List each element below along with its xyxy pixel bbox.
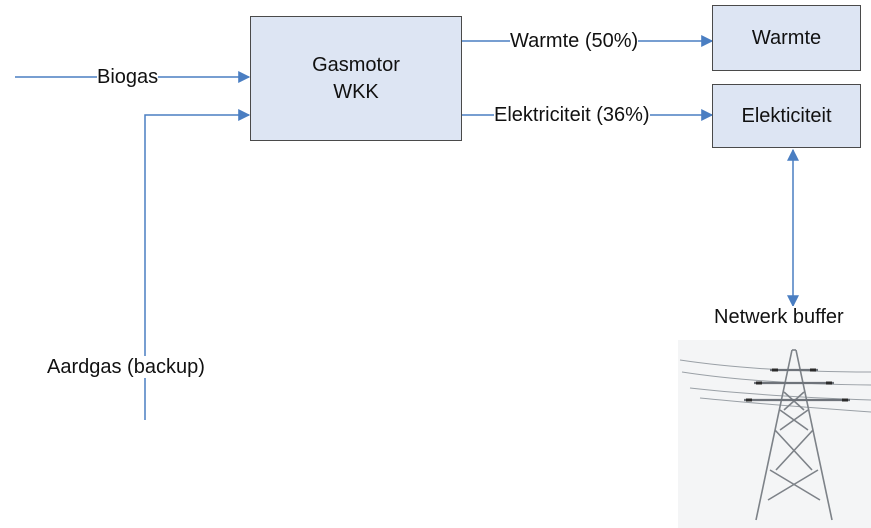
biogas-label: Biogas [97, 66, 159, 88]
electricity-box-label: Elekticiteit [741, 104, 832, 127]
natural-gas-connector [144, 109, 251, 420]
heat-box-label: Warmte [751, 26, 822, 49]
power-pylon-icon [678, 340, 871, 528]
natural-gas-label: Aardgas (backup) [47, 356, 205, 378]
electricity-box: Elekticiteit [712, 84, 861, 148]
gas-engine-label-line1: Gasmotor [312, 53, 400, 76]
gas-engine-label-line2: WKK [333, 80, 379, 103]
grid-buffer-label: Netwerk buffer [714, 306, 844, 328]
electricity-flow-label: Elektriciteit (36%) [494, 104, 650, 126]
heat-flow-label: Warmte (50%) [510, 30, 639, 52]
gas-engine-chp-box: Gasmotor WKK [250, 16, 462, 141]
heat-box: Warmte [712, 5, 861, 71]
